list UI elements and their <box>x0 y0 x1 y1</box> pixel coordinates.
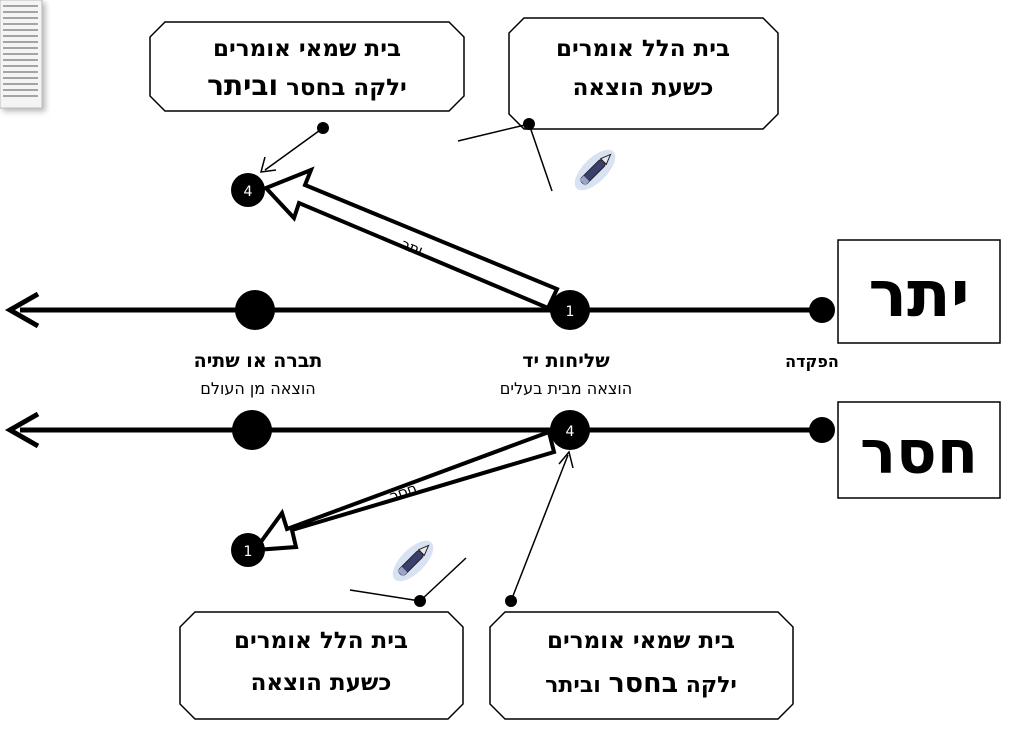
bottom-hollow-arrow: חסר <box>250 429 557 553</box>
marker-top-end: 4 <box>244 184 253 200</box>
callout-bottom-left: בית הלל אומרים כשעת הוצאה <box>179 611 464 720</box>
top-end-dot <box>231 173 265 207</box>
bottom-timeline-arrowhead <box>4 411 40 449</box>
callout-bottom-left-line1: בית הלל אומרים <box>234 628 408 654</box>
callout-top-right-line2: כשעת הוצאה <box>573 75 714 101</box>
marker-top-mid: 1 <box>566 304 575 320</box>
connector-bottom-left-dot <box>414 595 426 607</box>
callout-bottom-left-line2: כשעת הוצאה <box>251 670 392 696</box>
tavara-dot-bottom <box>232 410 272 450</box>
shlichut-sublabel: הוצאה מבית בעלים <box>500 379 632 398</box>
connector-top-right-b <box>528 123 553 192</box>
shlichut-dot-top <box>550 290 590 330</box>
callout-bottom-right-line2: ילקה בחסר וביתר <box>545 668 737 699</box>
connector-bottom-right <box>510 454 569 602</box>
hafkada-dot-top <box>809 297 835 323</box>
tavara-dot-top <box>235 290 275 330</box>
callout-top-left-line1: בית שמאי אומרים <box>213 36 401 62</box>
callout-bottom-right: בית שמאי אומרים ילקה בחסר וביתר <box>489 611 794 720</box>
connector-top-right-dot <box>523 118 535 130</box>
callout-top-right-line1: בית הלל אומרים <box>556 36 730 62</box>
shlichut-label: שליחות יד <box>522 350 610 372</box>
bottom-arrow-label: חסר <box>387 479 419 505</box>
callout-top-left-line2: ילקה בחסר וביתר <box>207 69 407 102</box>
connector-bottom-right-arrowhead <box>558 450 574 469</box>
yeter-box: יתר <box>837 239 1001 344</box>
callout-top-right: בית הלל אומרים כשעת הוצאה <box>508 17 779 130</box>
marker-bottom-mid: 4 <box>566 424 575 440</box>
connector-top-left <box>264 127 324 171</box>
connector-top-left-dot <box>317 122 329 134</box>
page-thumbnail <box>0 0 43 109</box>
chaser-label: חסר <box>860 418 978 488</box>
tavara-label: תברה או שתיה <box>194 350 323 372</box>
connector-bottom-left-a <box>349 589 421 602</box>
pen-icon <box>574 149 616 191</box>
chaser-box: חסר <box>837 401 1001 499</box>
top-hollow-arrow: יתר <box>262 166 560 311</box>
connector-top-right-a <box>457 123 530 142</box>
hafkada-label: הפקדה <box>785 352 839 371</box>
pen-icon <box>392 540 434 582</box>
tavara-sublabel: הוצאה מן העולם <box>200 379 315 398</box>
callout-top-left: בית שמאי אומרים ילקה בחסר וביתר <box>149 21 465 112</box>
hafkada-dot-bottom <box>809 417 835 443</box>
shlichut-dot-bottom <box>550 410 590 450</box>
bottom-end-dot <box>231 533 265 567</box>
connector-bottom-left-b <box>419 557 467 602</box>
connector-bottom-right-dot <box>505 595 517 607</box>
top-timeline-arrowhead <box>4 291 40 329</box>
yeter-label: יתר <box>868 258 969 332</box>
connector-top-left-arrowhead <box>259 156 277 173</box>
marker-bottom-end: 1 <box>244 544 253 560</box>
callout-bottom-right-line1: בית שמאי אומרים <box>547 628 735 654</box>
